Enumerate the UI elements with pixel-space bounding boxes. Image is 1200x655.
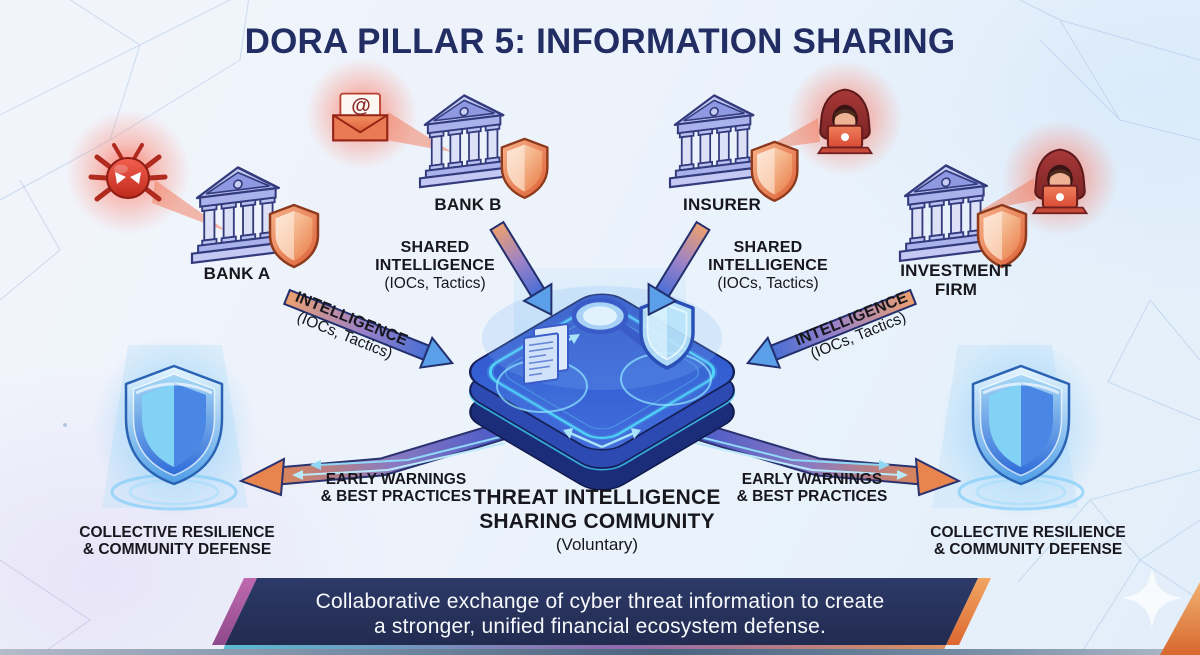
community-shield-right <box>939 336 1103 520</box>
resilience-left-line1: COLLECTIVE RESILIENCE <box>79 524 275 541</box>
banner-accent-left <box>212 578 257 645</box>
intelligence-arrow-bank-a <box>282 288 455 369</box>
orange-shield-icon-investment-firm <box>976 203 1028 269</box>
resilience-left-line2: & COMMUNITY DEFENSE <box>82 541 272 559</box>
shared-intelligence-label-right: SHARED INTELLIGENCE (IOCs, Tactics) <box>683 239 853 292</box>
orange-shield-icon-bank-b <box>500 137 549 199</box>
shared-intelligence-label-left: SHARED INTELLIGENCE (IOCs, Tactics) <box>350 239 520 292</box>
intel-documents-icon <box>523 323 569 385</box>
hub-label-line1: THREAT INTELLIGENCE <box>473 486 721 509</box>
shared-left-line3: (IOCs, Tactics) <box>384 274 486 292</box>
shared-right-line1: SHARED <box>733 239 803 256</box>
bank-a-label: BANK A <box>203 264 271 283</box>
early-left-line1: EARLY WARNINGS <box>325 471 467 488</box>
magnifier-icon <box>571 297 656 354</box>
shared-left-line1: SHARED <box>400 239 470 256</box>
shared-right-line3: (IOCs, Tactics) <box>717 274 819 292</box>
banner-text-line2: a stronger, unified financial ecosystem … <box>373 615 827 638</box>
early-warnings-arrow-right <box>679 418 962 497</box>
orange-shield-icon-insurer <box>750 140 799 202</box>
insurer-label: INSURER <box>683 195 761 214</box>
bank-building-icon-insurer <box>668 88 760 189</box>
early-warnings-label-left: EARLY WARNINGS & BEST PRACTICES <box>306 471 486 506</box>
corner-accent <box>1160 582 1200 655</box>
intelligence-arrow-investment-firm <box>745 288 918 369</box>
hub-label-line2: SHARING COMMUNITY <box>479 509 715 533</box>
investment-attack-beam <box>978 178 1036 212</box>
banner-text-line1: Collaborative exchange of cyber threat i… <box>315 590 885 613</box>
sparkle-shape <box>1122 568 1182 628</box>
banner-underline <box>223 645 946 649</box>
orange-shield-icon-bank-a <box>268 203 320 269</box>
shared-right-line2: INTELLIGENCE <box>708 256 828 274</box>
hub-label: THREAT INTELLIGENCE SHARING COMMUNITY (V… <box>447 486 747 554</box>
early-left-line2: & BEST PRACTICES <box>320 488 472 506</box>
bank-building-icon-bank-b <box>418 88 510 189</box>
early-right-line1: EARLY WARNINGS <box>741 471 883 488</box>
early-right-line2: & BEST PRACTICES <box>736 488 888 506</box>
banner-body <box>225 578 978 645</box>
bank-building-icon-bank-a <box>190 160 286 265</box>
resilience-label-left: COLLECTIVE RESILIENCE & COMMUNITY DEFENS… <box>57 524 297 559</box>
banner-accent-right <box>946 578 991 645</box>
shared-intelligence-arrow-bank-b <box>489 220 553 317</box>
at-symbol-glyph: @ <box>351 95 371 117</box>
resilience-right-line2: & COMMUNITY DEFENSE <box>933 541 1123 559</box>
resilience-label-right: COLLECTIVE RESILIENCE & COMMUNITY DEFENS… <box>908 524 1148 559</box>
background-mesh-pattern-lavender <box>0 179 91 655</box>
investment-firm-label: INVESTMENT FIRM <box>900 261 1012 300</box>
right-arrowhead <box>914 457 962 497</box>
shared-intelligence-arrow-insurer <box>647 220 711 317</box>
early-warnings-label-right: EARLY WARNINGS & BEST PRACTICES <box>722 471 902 506</box>
banner <box>212 578 991 649</box>
bottom-strip <box>0 649 1200 655</box>
shared-left-line2: INTELLIGENCE <box>375 256 495 274</box>
bank-b-label: BANK B <box>434 195 502 214</box>
banner-text: Collaborative exchange of cyber threat i… <box>255 589 945 639</box>
left-arrowhead <box>238 457 286 497</box>
bank-building-icon-investment-firm <box>898 158 994 263</box>
glass-shield-icon <box>639 296 695 370</box>
hub-label-qualifier: (Voluntary) <box>555 535 639 555</box>
page-title: DORA PILLAR 5: INFORMATION SHARING <box>244 22 956 61</box>
community-shield-left <box>92 336 256 520</box>
threat-intel-platform-icon <box>468 286 736 491</box>
resilience-right-line1: COLLECTIVE RESILIENCE <box>930 524 1126 541</box>
cycle-arrows <box>549 334 641 449</box>
early-warnings-arrow-left <box>238 418 521 497</box>
